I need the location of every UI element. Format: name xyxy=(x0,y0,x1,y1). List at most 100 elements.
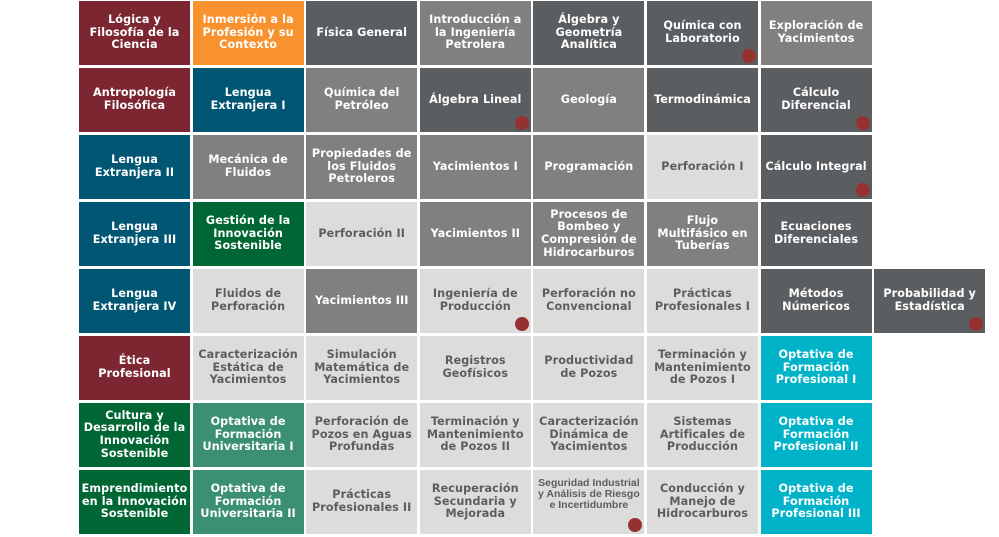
course-cell[interactable]: Conducción y Manejo de Hidrocarburos xyxy=(646,470,758,534)
course-cell[interactable]: Recuperación Secundaria y Mejorada xyxy=(419,470,531,534)
course-cell[interactable]: Optativa de Formación Profesional I xyxy=(760,336,872,400)
course-cell[interactable]: Productividad de Pozos xyxy=(533,336,645,400)
course-name: Fluidos de Perforación xyxy=(211,287,286,313)
course-name: Seguridad Industrial y Análisis de Riesg… xyxy=(538,476,640,511)
course-cell[interactable]: Perforación II xyxy=(306,202,418,266)
course-cell[interactable]: Procesos de Bombeo y Compresión de Hidro… xyxy=(533,202,645,266)
course-cell[interactable]: Ética Profesional xyxy=(79,336,190,400)
course-name: Geología xyxy=(560,92,617,106)
course-name: Terminación y Mantenimiento de Pozos II xyxy=(426,415,524,454)
course-cell[interactable]: Antropología Filosófica xyxy=(79,68,190,132)
course-cell[interactable]: Fluidos de Perforación xyxy=(192,269,304,333)
course-cell[interactable]: Emprendimiento en la Innovación Sostenib… xyxy=(79,470,190,534)
course-cell[interactable]: Optativa de Formación Profesional III xyxy=(760,470,872,534)
course-name: Productividad de Pozos xyxy=(544,354,634,380)
course-name: Conducción y Manejo de Hidrocarburos xyxy=(656,482,749,521)
course-cell[interactable]: Geología xyxy=(533,68,645,132)
course-cell[interactable]: Gestión de la Innovación Sostenible xyxy=(192,202,304,266)
course-name: Cultura y Desarrollo de la Innovación So… xyxy=(83,408,186,460)
empty-slot xyxy=(874,470,985,534)
course-cell[interactable]: Química con Laboratorio xyxy=(646,1,758,65)
course-cell[interactable]: Propiedades de los Fluidos Petroleros xyxy=(306,135,418,199)
course-cell[interactable]: Probabilidad y Estadística xyxy=(874,269,986,333)
course-name: Gestión de la Innovación Sostenible xyxy=(205,214,291,253)
course-cell[interactable]: Terminación y Mantenimiento de Pozos I xyxy=(646,336,758,400)
course-name: Yacimientos II xyxy=(430,226,520,240)
course-cell[interactable]: Simulación Matemática de Yacimientos xyxy=(306,336,418,400)
course-cell[interactable]: Lengua Extranjera II xyxy=(79,135,190,199)
empty-slot xyxy=(874,1,985,65)
course-cell[interactable]: Introducción a la Ingeniería Petrolera xyxy=(419,1,531,65)
course-name: Terminación y Mantenimiento de Pozos I xyxy=(654,348,751,387)
course-cell[interactable]: Cultura y Desarrollo de la Innovación So… xyxy=(79,403,190,467)
course-name: Optativa de Formación Profesional I xyxy=(775,348,857,387)
course-name: Lengua Extranjera III xyxy=(92,220,177,246)
empty-slot xyxy=(874,202,985,266)
course-cell[interactable]: Flujo Multifásico en Tuberías xyxy=(646,202,758,266)
course-name: Programación xyxy=(544,159,634,173)
course-cell[interactable]: Lógica y Filosofía de la Ciencia xyxy=(79,1,190,65)
course-cell[interactable]: Optativa de Formación Universitaria I xyxy=(192,403,304,467)
course-cell[interactable]: Termodinámica xyxy=(646,68,758,132)
course-cell[interactable]: Álgebra Lineal xyxy=(419,68,531,132)
course-name: Cálculo Diferencial xyxy=(781,86,851,112)
course-name: Física General xyxy=(316,25,408,39)
course-cell[interactable]: Álgebra y Geometría Analítica xyxy=(533,1,645,65)
course-cell[interactable]: Química del Petróleo xyxy=(306,68,418,132)
course-cell[interactable]: Programación xyxy=(533,135,645,199)
course-cell[interactable]: Cálculo Diferencial xyxy=(760,68,872,132)
empty-slot xyxy=(874,68,985,132)
course-cell[interactable]: Optativa de Formación Profesional II xyxy=(760,403,872,467)
course-cell[interactable]: Perforación I xyxy=(646,135,758,199)
course-name: Optativa de Formación Profesional III xyxy=(771,482,861,521)
course-cell[interactable]: Cálculo Integral xyxy=(760,135,872,199)
course-name: Perforación I xyxy=(661,159,744,173)
course-cell[interactable]: Lengua Extranjera IV xyxy=(79,269,190,333)
course-cell[interactable]: Física General xyxy=(306,1,418,65)
course-name: Lengua Extranjera IV xyxy=(92,287,177,313)
marker-dot-icon xyxy=(514,116,529,130)
course-cell[interactable]: Lengua Extranjera I xyxy=(192,68,304,132)
marker-dot-icon xyxy=(741,49,756,63)
course-cell[interactable]: Yacimientos I xyxy=(419,135,531,199)
course-name: Registros Geofísicos xyxy=(442,354,509,380)
course-cell[interactable]: Prácticas Profesionales I xyxy=(646,269,758,333)
course-cell[interactable]: Optativa de Formación Universitaria II xyxy=(192,470,304,534)
course-name: Lengua Extranjera II xyxy=(94,153,175,179)
course-name: Mecánica de Fluidos xyxy=(208,153,288,179)
course-cell[interactable]: Caracterización Estática de Yacimientos xyxy=(192,336,304,400)
course-name: Antropología Filosófica xyxy=(93,86,176,112)
course-cell[interactable]: Ingeniería de Producción xyxy=(419,269,531,333)
course-cell[interactable]: Lengua Extranjera III xyxy=(79,202,190,266)
course-cell[interactable]: Inmersión a la Profesión y su Contexto xyxy=(192,1,304,65)
course-cell[interactable]: Yacimientos III xyxy=(306,269,418,333)
course-cell[interactable]: Perforación no Convencional xyxy=(533,269,645,333)
course-cell[interactable]: Prácticas Profesionales II xyxy=(306,470,418,534)
course-name: Perforación de Pozos en Aguas Profundas xyxy=(311,415,412,454)
course-cell[interactable]: Seguridad Industrial y Análisis de Riesg… xyxy=(533,470,645,534)
course-cell[interactable]: Mecánica de Fluidos xyxy=(192,135,304,199)
course-name: Ética Profesional xyxy=(98,354,171,380)
course-name: Ingeniería de Producción xyxy=(432,287,518,313)
course-cell[interactable]: Ecuaciones Diferenciales xyxy=(760,202,872,266)
course-cell[interactable]: Perforación de Pozos en Aguas Profundas xyxy=(306,403,418,467)
course-cell[interactable]: Métodos Númericos xyxy=(760,269,872,333)
course-cell[interactable]: Exploración de Yacimientos xyxy=(760,1,872,65)
course-name: Métodos Númericos xyxy=(782,287,850,313)
empty-slot xyxy=(874,336,985,400)
course-cell[interactable]: Yacimientos II xyxy=(419,202,531,266)
course-name: Recuperación Secundaria y Mejorada xyxy=(431,482,519,521)
course-name: Yacimientos III xyxy=(314,293,409,307)
course-name: Perforación no Convencional xyxy=(541,287,636,313)
course-cell[interactable]: Sistemas Artificales de Producción xyxy=(646,403,758,467)
course-name: Flujo Multifásico en Tuberías xyxy=(657,214,748,253)
course-name: Química del Petróleo xyxy=(323,86,400,112)
course-name: Introducción a la Ingeniería Petrolera xyxy=(429,13,522,52)
course-cell[interactable]: Registros Geofísicos xyxy=(419,336,531,400)
course-name: Lengua Extranjera I xyxy=(210,86,286,112)
course-name: Optativa de Formación Profesional II xyxy=(773,415,859,454)
course-cell[interactable]: Caracterización Dinámica de Yacimientos xyxy=(533,403,645,467)
course-cell[interactable]: Terminación y Mantenimiento de Pozos II xyxy=(419,403,531,467)
course-name: Optativa de Formación Universitaria I xyxy=(202,415,294,454)
